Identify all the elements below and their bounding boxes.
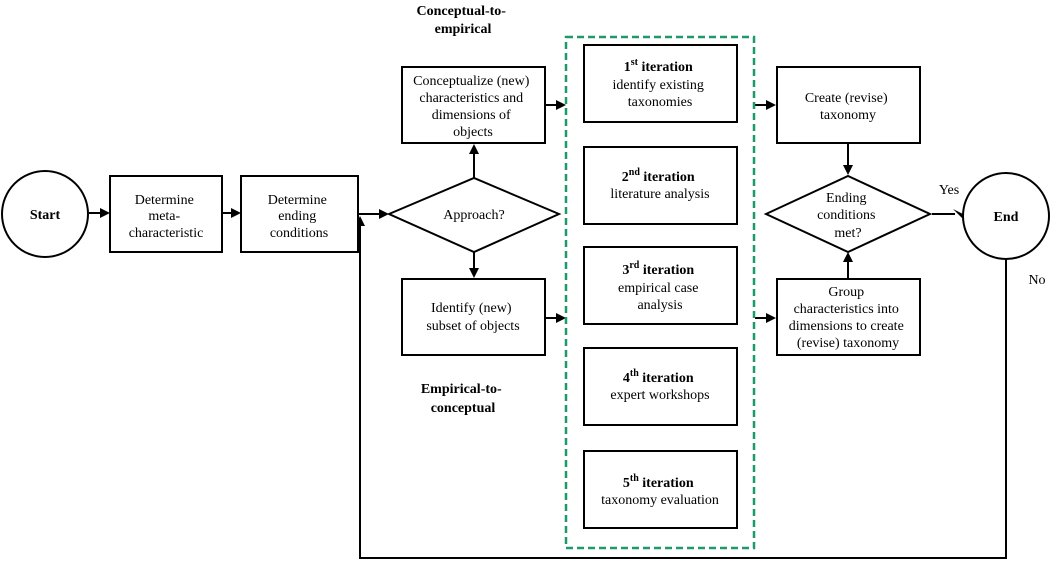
arrowhead bbox=[843, 165, 853, 175]
arrowhead bbox=[469, 144, 479, 154]
iteration-3-label: 3rd iteration empirical case analysis bbox=[618, 260, 702, 313]
create-taxonomy-box bbox=[776, 66, 921, 144]
empirical-to-conceptual-label: Empirical-to- conceptual bbox=[421, 382, 505, 416]
determine-meta-box bbox=[109, 175, 223, 253]
create-taxonomy-label: Create (revise) taxonomy bbox=[805, 91, 891, 123]
ending-conditions-decision bbox=[763, 174, 933, 254]
start-node bbox=[1, 170, 89, 258]
identify-box bbox=[401, 278, 546, 356]
arrowhead bbox=[556, 100, 566, 110]
end-label: End bbox=[994, 210, 1019, 225]
loop-back-line bbox=[359, 224, 1007, 559]
identify-label: Identify (new) subset of objects bbox=[426, 301, 519, 334]
iteration-frame bbox=[564, 35, 756, 550]
iteration-box-5 bbox=[583, 450, 738, 529]
determine-meta-label: Determine meta- characteristic bbox=[129, 193, 204, 241]
iteration-box-1 bbox=[583, 44, 738, 123]
arrowhead bbox=[843, 252, 853, 262]
iteration-2-label: 2nd iteration literature analysis bbox=[610, 167, 709, 202]
arrowhead bbox=[231, 208, 241, 218]
iteration-box-4 bbox=[583, 347, 738, 426]
start-label: Start bbox=[30, 208, 61, 223]
ending-conditions-label: Ending conditions met? bbox=[817, 191, 879, 241]
arrowhead bbox=[469, 268, 479, 278]
group-characteristics-box bbox=[776, 278, 921, 356]
arrowhead bbox=[766, 313, 776, 323]
end-node bbox=[962, 172, 1050, 260]
iteration-4-label: 4th iteration expert workshops bbox=[610, 368, 709, 403]
conceptualize-label: Conceptualize (new) characteristics and … bbox=[413, 74, 533, 140]
conceptualize-box bbox=[401, 66, 546, 144]
iteration-box-2 bbox=[583, 146, 738, 225]
determine-ending-box bbox=[240, 175, 359, 253]
conceptual-to-empirical-label: Conceptual-to- empirical bbox=[417, 4, 510, 37]
connectors bbox=[89, 100, 1007, 559]
arrowhead bbox=[379, 209, 389, 219]
arrowhead bbox=[556, 313, 566, 323]
no-label: No bbox=[1028, 273, 1045, 288]
determine-ending-label: Determine ending conditions bbox=[268, 193, 331, 241]
iteration-1-label: 1st iteration identify existing taxonomi… bbox=[613, 57, 708, 110]
yes-label: Yes bbox=[939, 183, 959, 198]
arrowhead bbox=[953, 209, 963, 219]
iteration-box-3 bbox=[583, 246, 738, 325]
group-characteristics-label: Group characteristics into dimensions to… bbox=[789, 285, 908, 351]
approach-decision bbox=[386, 176, 562, 254]
iteration-5-label: 5th iteration taxonomy evaluation bbox=[601, 473, 719, 508]
approach-label: Approach? bbox=[443, 208, 504, 223]
arrowhead bbox=[766, 100, 776, 110]
arrowhead bbox=[100, 208, 110, 218]
